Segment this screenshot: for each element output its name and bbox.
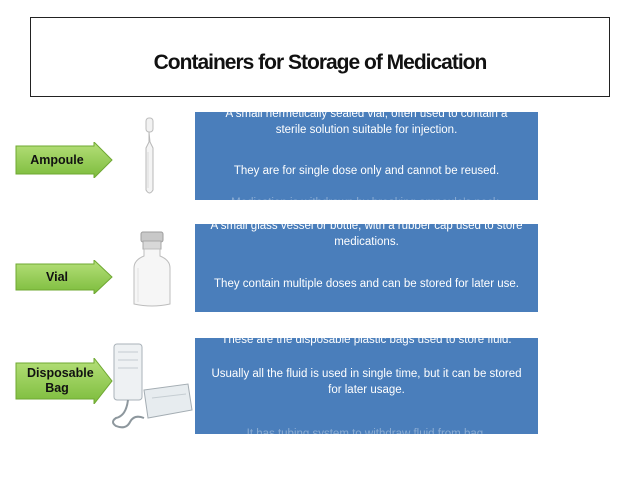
iv-bag-image [108, 338, 196, 436]
bag-line-3: It has tubing system to withdraw fluid f… [246, 428, 487, 440]
vial-description-box: A small glass vessel or bottle, with a r… [195, 220, 538, 324]
vial-image [108, 224, 196, 312]
bag-line-2: Usually all the fluid is used in single … [211, 368, 522, 396]
bag-label-text: Disposable Bag [27, 366, 94, 395]
ampoule-label: Ampoule [14, 142, 114, 178]
vial-label: Vial [14, 260, 114, 294]
ampoule-description-box: A small hermetically sealed vial, often … [195, 108, 538, 209]
ampoule-label-text: Ampoule [30, 152, 84, 167]
slide-title: Containers for Storage of Medication [153, 51, 488, 74]
vial-label-text: Vial [45, 269, 68, 284]
bag-line-1: These are the disposable plastic bags us… [221, 334, 512, 346]
ampoule-line-2: They are for single dose only and cannot… [233, 165, 500, 177]
bag-label: Disposable Bag [14, 358, 114, 404]
bag-description-box: These are the disposable plastic bags us… [195, 334, 538, 440]
ampoule-line-3: Medication is withdrawn by breaking ampo… [231, 197, 502, 209]
vial-line-2: They contain multiple doses and can be s… [214, 278, 519, 290]
vial-line-3: Medication can be withdrawn without brea… [247, 312, 486, 324]
vial-line-1: A small glass vessel or bottle, with a r… [210, 220, 523, 248]
ampoule-image [108, 112, 196, 200]
title-box: Containers for Storage of Medication [30, 17, 610, 97]
ampoule-line-1: A small hermetically sealed vial, often … [225, 108, 508, 136]
